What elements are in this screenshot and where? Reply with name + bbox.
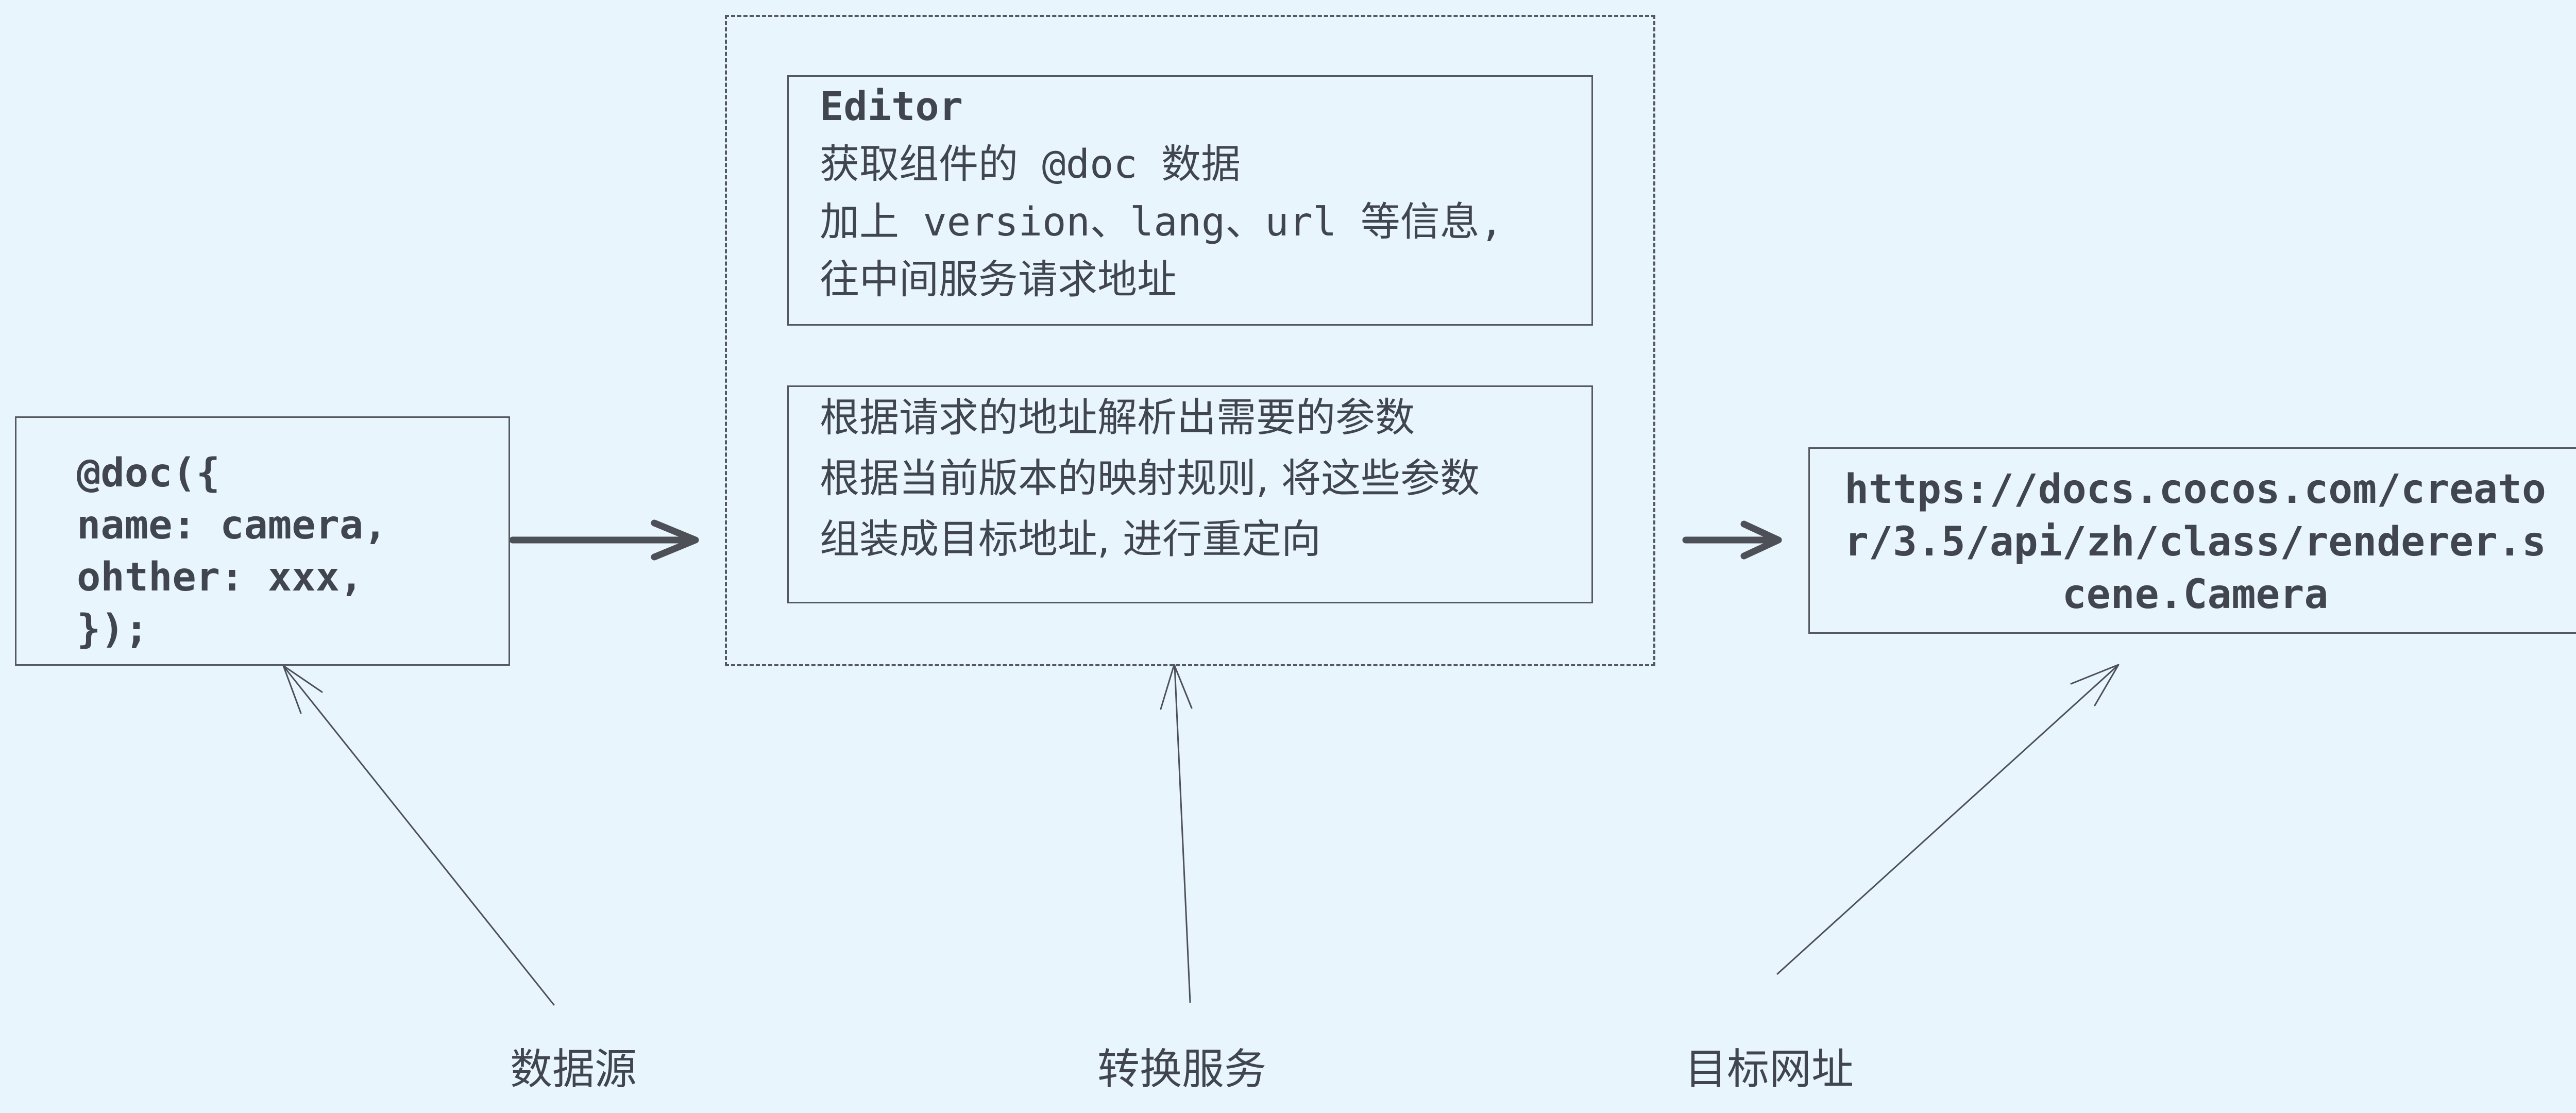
server-processing-box: 根据请求的地址解析出需要的参数 根据当前版本的映射规则, 将这些参数 组装成目标… [787, 385, 1593, 603]
target-url-text: https://docs.cocos.com/creato r/3.5/api/… [1810, 463, 2576, 621]
pointer-source-head [282, 665, 323, 714]
server-text-block: 根据请求的地址解析出需要的参数 根据当前版本的映射规则, 将这些参数 组装成目标… [820, 388, 1480, 570]
caption-target-url: 目标网址 [1685, 1045, 1854, 1094]
server-line: 组装成目标地址, 进行重定向 [820, 517, 1321, 563]
server-line: 根据请求的地址解析出需要的参数 [820, 395, 1415, 441]
source-code-line: name: camera, [77, 502, 387, 548]
editor-box: Editor 获取组件的 @doc 数据 加上 version、lang、url… [787, 75, 1593, 326]
caption-conversion-service: 转换服务 [1097, 1045, 1267, 1094]
pointer-service [1174, 665, 1191, 1003]
data-source-box: @doc({ name: camera, ohther: xxx, }); [15, 416, 510, 666]
caption-data-source: 数据源 [510, 1045, 637, 1094]
target-url-line: cene.Camera [2062, 571, 2329, 618]
source-code-line: @doc({ [77, 450, 221, 496]
arrow-service-to-target-head [1740, 520, 1782, 560]
server-line: 根据当前版本的映射规则, 将这些参数 [820, 456, 1480, 502]
target-url-line: https://docs.cocos.com/creato [1844, 466, 2546, 513]
editor-line: 加上 version、lang、url 等信息, [820, 199, 1504, 245]
source-code-line: }); [77, 606, 149, 652]
conversion-service-group [725, 15, 1655, 666]
editor-text-block: Editor 获取组件的 @doc 数据 加上 version、lang、url… [820, 78, 1503, 309]
source-code-block: @doc({ name: camera, ohther: xxx, }); [77, 447, 387, 655]
editor-line: 往中间服务请求地址 [820, 257, 1177, 303]
pointer-target-head [2070, 664, 2120, 706]
target-url-box: https://docs.cocos.com/creato r/3.5/api/… [1808, 447, 2576, 634]
target-url-line: r/3.5/api/zh/class/renderer.s [1844, 519, 2546, 565]
editor-title: Editor [820, 84, 963, 130]
arrow-source-to-service-head [651, 519, 699, 561]
editor-line: 获取组件的 @doc 数据 [820, 142, 1241, 188]
pointer-source [283, 666, 555, 1006]
source-code-line: ohther: xxx, [77, 554, 364, 600]
pointer-target [1776, 665, 2119, 975]
